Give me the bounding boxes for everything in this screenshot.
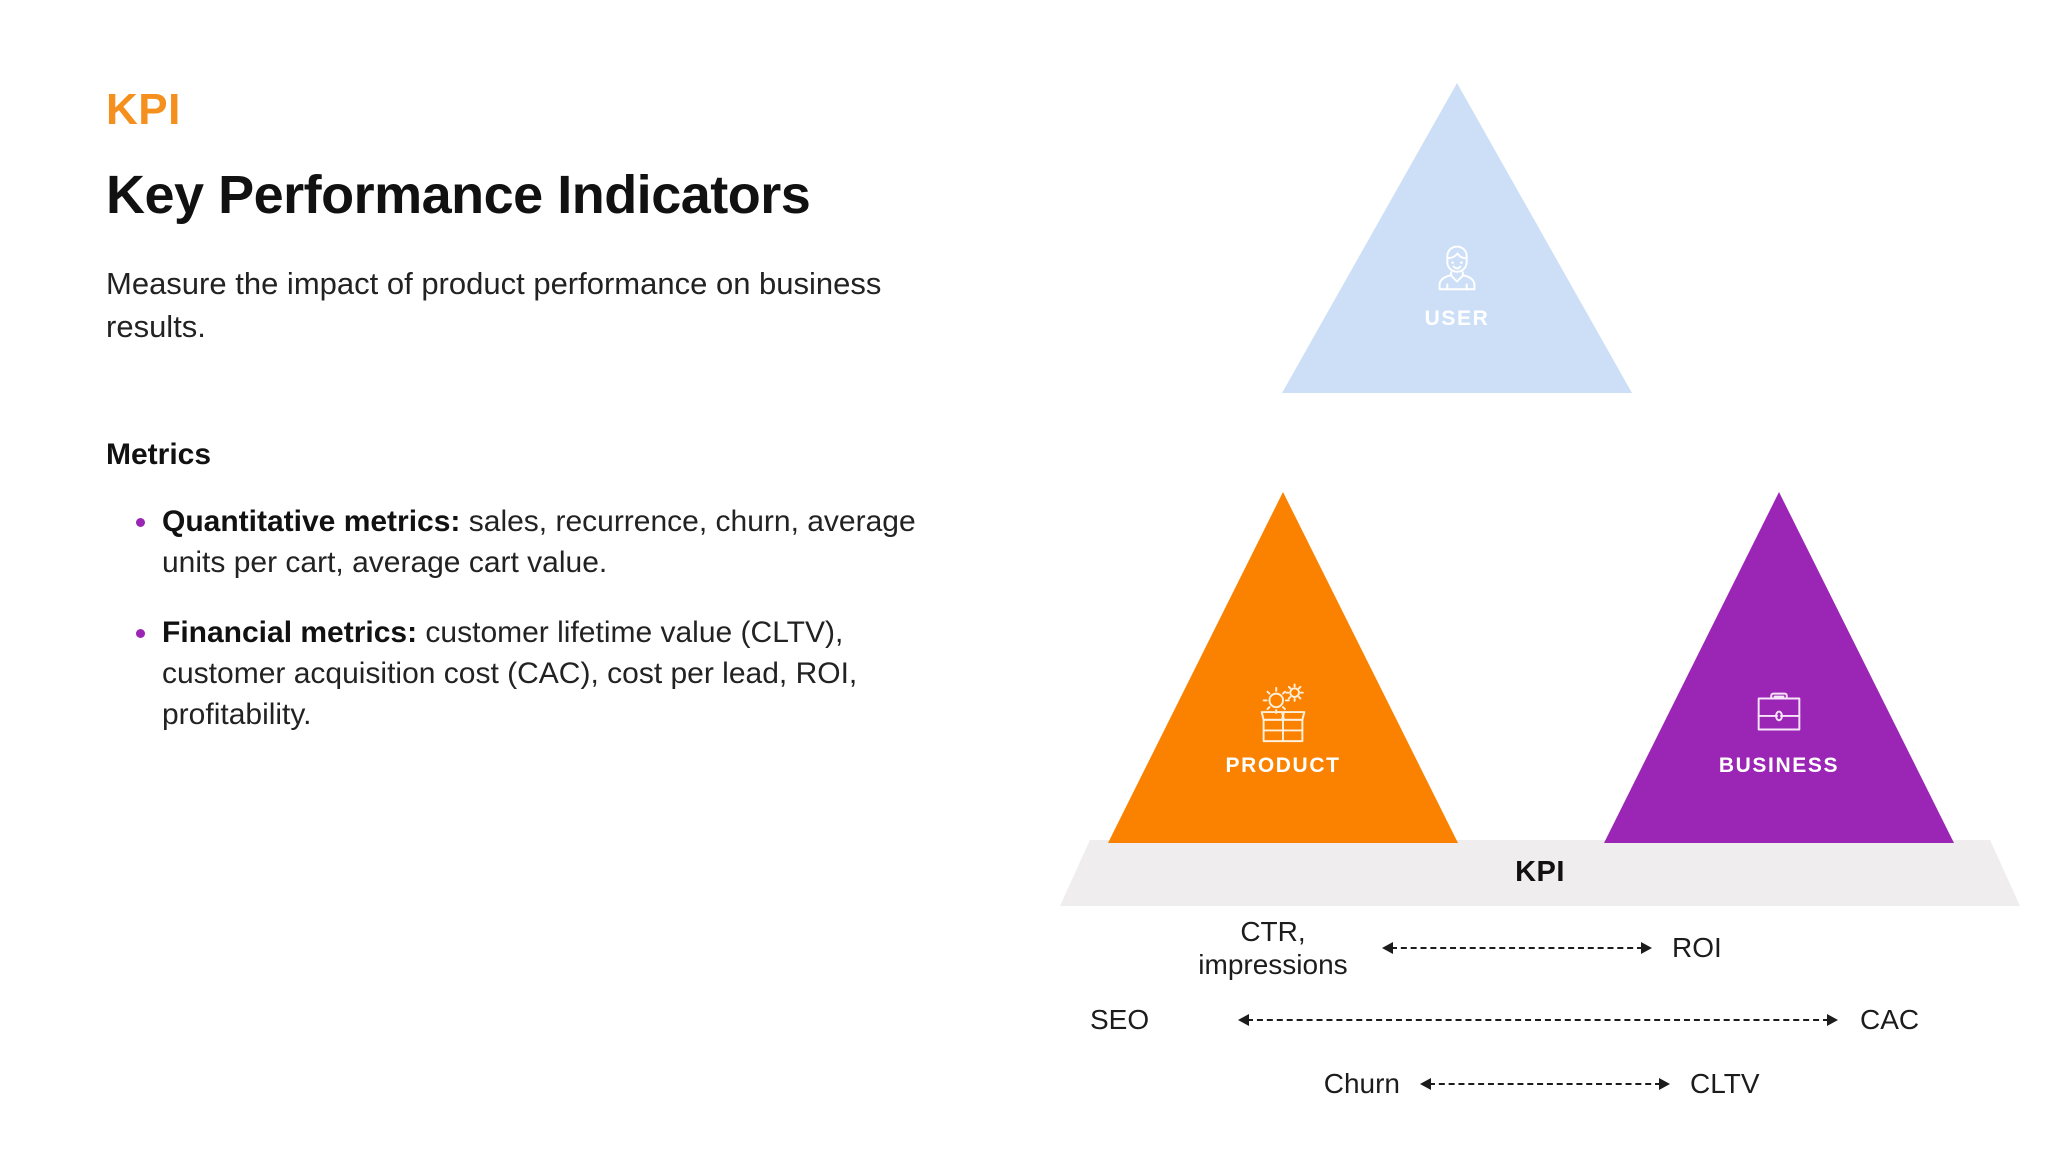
metrics-bullet-list: Quantitative metrics: sales, recurrence,… bbox=[106, 502, 1006, 736]
bullet-dot-icon bbox=[136, 517, 145, 527]
triangle-user-shape bbox=[1282, 83, 1632, 393]
bullet-lead-label: Financial metrics: bbox=[162, 616, 418, 650]
list-item: Quantitative metrics: sales, recurrence,… bbox=[106, 502, 962, 584]
slide-text-column: KPI Key Performance Indicators Measure t… bbox=[106, 88, 1006, 766]
arrow-dashed-line bbox=[1429, 1083, 1661, 1085]
relation-right-label: CAC bbox=[1860, 1004, 1920, 1036]
arrow-head-left-icon bbox=[1238, 1014, 1249, 1026]
relation-right-label: CLTV bbox=[1690, 1068, 1760, 1100]
bullet-dot-icon bbox=[136, 629, 145, 639]
bullet-body-text: customer lifetime value (CLTV), customer… bbox=[162, 616, 858, 731]
kpi-base-label: KPI bbox=[1515, 856, 1565, 888]
relation-row: CTR, impressions ROI bbox=[1060, 916, 2020, 980]
triangle-user[interactable]: USER bbox=[1282, 83, 1632, 393]
arrow-head-right-icon bbox=[1641, 942, 1652, 954]
bullet-lead-label: Quantitative metrics: bbox=[162, 504, 461, 538]
relation-right-label: ROI bbox=[1672, 932, 1722, 964]
kpi-pyramid-diagram: KPI USER bbox=[1060, 70, 2020, 1130]
relation-left-label: Churn bbox=[1323, 1068, 1400, 1100]
triangle-product[interactable]: PRODUCT bbox=[1108, 492, 1458, 843]
list-item: Financial metrics: customer lifetime val… bbox=[106, 613, 962, 735]
relation-left-label: CTR, impressions bbox=[1198, 915, 1348, 980]
arrow-dashed-line bbox=[1391, 947, 1643, 949]
kpi-base-shape bbox=[1060, 840, 2020, 906]
triangle-product-shape bbox=[1108, 492, 1458, 843]
bullet-body-text: sales, recurrence, churn, average units … bbox=[162, 504, 916, 579]
arrow-head-right-icon bbox=[1827, 1014, 1838, 1026]
metrics-heading: Metrics bbox=[106, 437, 212, 471]
triangle-business[interactable]: BUSINESS bbox=[1604, 492, 1954, 843]
triangle-business-shape bbox=[1604, 492, 1954, 843]
page-title: Key Performance Indicators bbox=[106, 165, 811, 225]
arrow-head-right-icon bbox=[1659, 1078, 1670, 1090]
arrow-dashed-line bbox=[1247, 1019, 1829, 1021]
arrow-head-left-icon bbox=[1382, 942, 1393, 954]
double-headed-dashed-arrow bbox=[1238, 1010, 1838, 1030]
arrow-head-left-icon bbox=[1420, 1078, 1431, 1090]
double-headed-dashed-arrow bbox=[1382, 938, 1652, 958]
eyebrow-label: KPI bbox=[106, 85, 181, 134]
relation-left-label: SEO bbox=[1090, 1004, 1150, 1036]
double-headed-dashed-arrow bbox=[1420, 1074, 1670, 1094]
subtitle-text: Measure the impact of product performanc… bbox=[106, 266, 882, 344]
relation-row: SEO CAC bbox=[1060, 992, 2020, 1048]
relation-row: Churn CLTV bbox=[1060, 1056, 2020, 1112]
